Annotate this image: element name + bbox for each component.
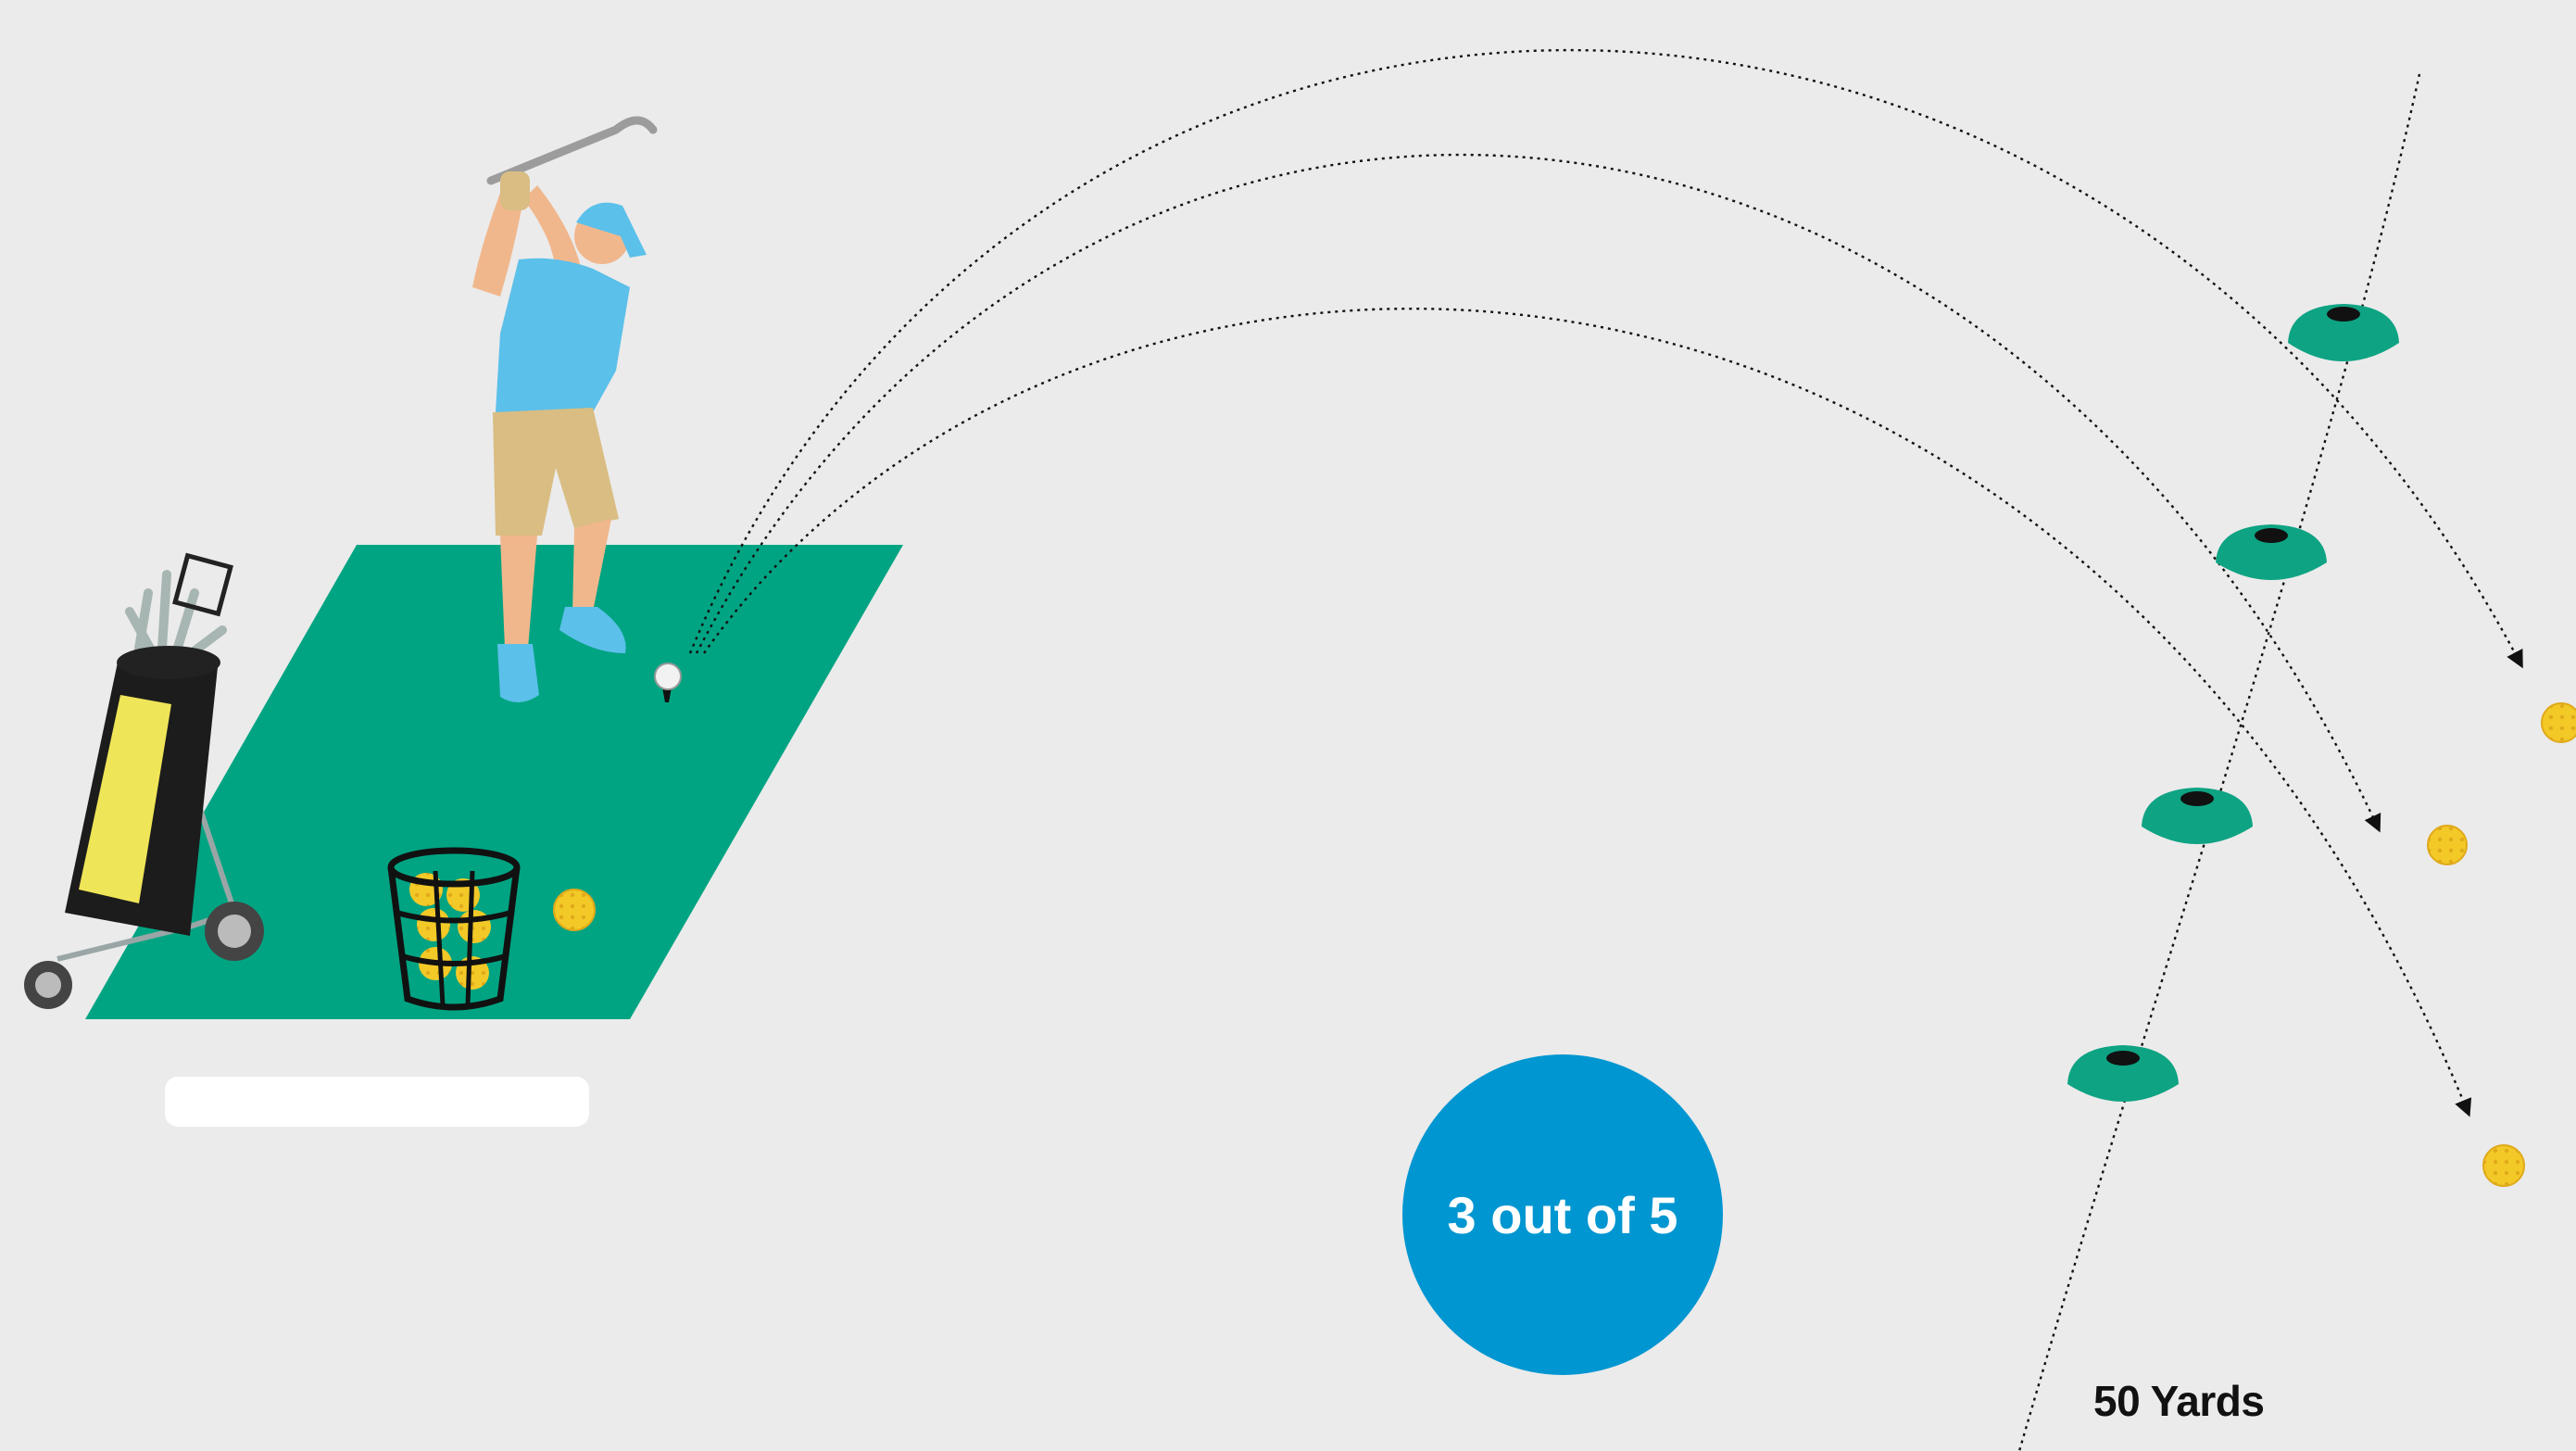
golf-ball-icon	[2542, 703, 2576, 742]
turf-mat	[85, 545, 903, 1019]
cone-marker-icon	[2142, 788, 2253, 844]
trajectory-2	[697, 155, 2379, 829]
distance-label: 50 Yards	[2093, 1376, 2264, 1426]
cone-marker-icon	[2216, 524, 2327, 580]
golf-ball-icon	[2483, 1145, 2524, 1186]
name-input-bar[interactable]	[165, 1077, 589, 1127]
golf-ball-icon	[554, 890, 595, 930]
shot-trajectories	[690, 50, 2521, 1114]
cone-marker-icon	[2067, 1045, 2179, 1102]
trajectory-3	[704, 309, 2469, 1114]
cone-marker-icon	[2288, 304, 2399, 361]
score-label: 3 out of 5	[1448, 1185, 1678, 1245]
golf-ball-icon	[2428, 826, 2467, 864]
score-badge: 3 out of 5	[1402, 1054, 1723, 1375]
distance-line	[2019, 74, 2419, 1451]
